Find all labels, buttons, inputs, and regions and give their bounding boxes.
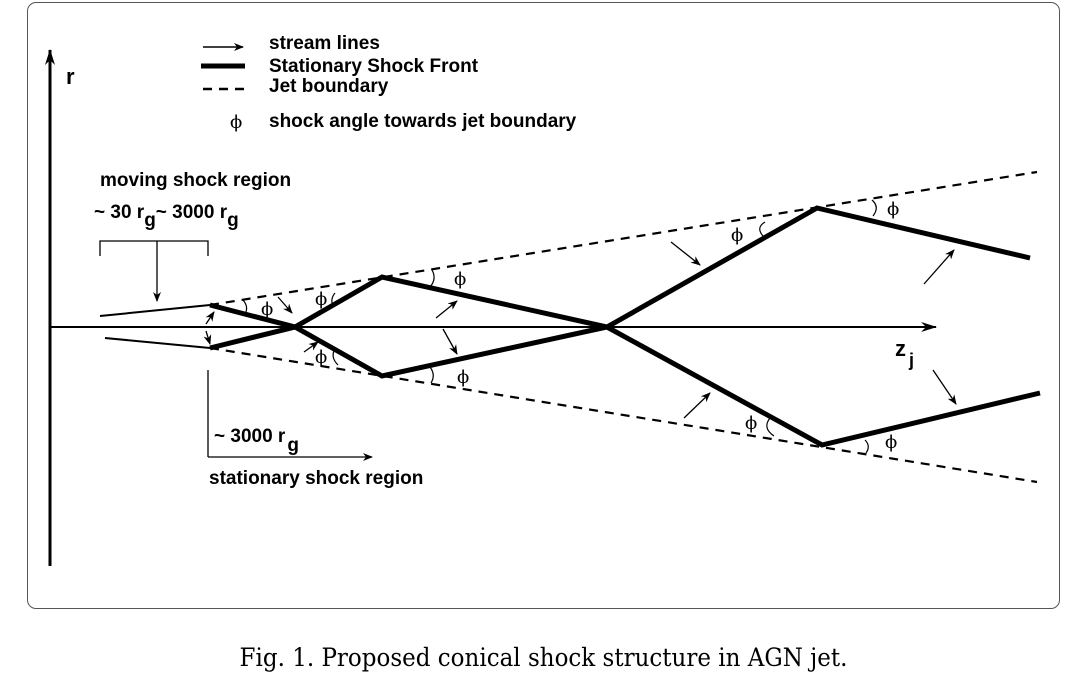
r-axis: r <box>45 49 75 566</box>
legend: stream lines Stationary Shock Front Jet … <box>201 33 577 133</box>
phi-icon: ϕ <box>745 413 757 434</box>
phi-icon: ϕ <box>457 367 469 388</box>
angle-arcs <box>242 199 877 454</box>
angle-labels: ϕ ϕ ϕ ϕ ϕ ϕ ϕ ϕ ϕ <box>261 199 899 453</box>
stream-arrow-icon <box>923 249 955 285</box>
moving-shock-region-annotation: moving shock region ~ 30 rg~ 3000 rg <box>94 170 291 302</box>
phi-icon: ϕ <box>230 112 242 133</box>
stream-arrow-icon <box>442 328 458 355</box>
moving-region-range: ~ 30 rg~ 3000 rg <box>94 202 239 231</box>
svg-text:stationary shock region: stationary shock region <box>209 468 423 489</box>
legend-item-jet-boundary: Jet boundary <box>203 76 389 97</box>
moving-shock-lines <box>99 304 211 349</box>
svg-text:stream lines: stream lines <box>269 33 380 54</box>
stream-arrow-icon <box>670 241 701 266</box>
stream-arrow-icon <box>932 369 957 405</box>
stream-lines <box>203 241 957 419</box>
jet-boundary <box>209 170 1038 484</box>
figure-caption: Fig. 1. Proposed conical shock structure… <box>239 643 848 672</box>
bracket <box>99 240 209 256</box>
stream-arrow-icon <box>303 341 319 353</box>
phi-icon: ϕ <box>731 225 743 246</box>
stream-arrow-icon <box>277 296 293 314</box>
svg-text:Jet boundary: Jet boundary <box>269 76 389 97</box>
stream-arrow-icon <box>435 300 458 319</box>
legend-item-shock-angle: ϕ shock angle towards jet boundary <box>230 111 577 133</box>
phi-icon: ϕ <box>315 289 327 310</box>
svg-text:moving shock region: moving shock region <box>100 170 291 191</box>
shock-front-upper-start <box>209 205 1031 379</box>
jet-boundary-lower <box>209 346 1038 484</box>
phi-icon: ϕ <box>454 269 466 290</box>
stream-arrow-icon <box>203 330 212 345</box>
figure-frame <box>27 2 1060 609</box>
phi-icon: ϕ <box>885 432 897 453</box>
phi-icon: ϕ <box>315 347 327 368</box>
jet-boundary-upper <box>209 170 1038 307</box>
r-axis-label: r <box>66 64 75 89</box>
stream-arrow-icon <box>683 392 711 419</box>
svg-text:Stationary Shock Front: Stationary Shock Front <box>269 56 479 77</box>
legend-item-stream-lines: stream lines <box>203 33 380 54</box>
shock-front-lower-start <box>209 274 1041 448</box>
legend-item-shock-front: Stationary Shock Front <box>201 56 479 77</box>
stream-arrow-icon <box>205 311 215 325</box>
svg-text:shock angle towards jet bounda: shock angle towards jet boundary <box>269 111 577 132</box>
phi-icon: ϕ <box>887 199 899 220</box>
phi-icon: ϕ <box>261 299 273 320</box>
stationary-shock-fronts <box>209 205 1041 448</box>
